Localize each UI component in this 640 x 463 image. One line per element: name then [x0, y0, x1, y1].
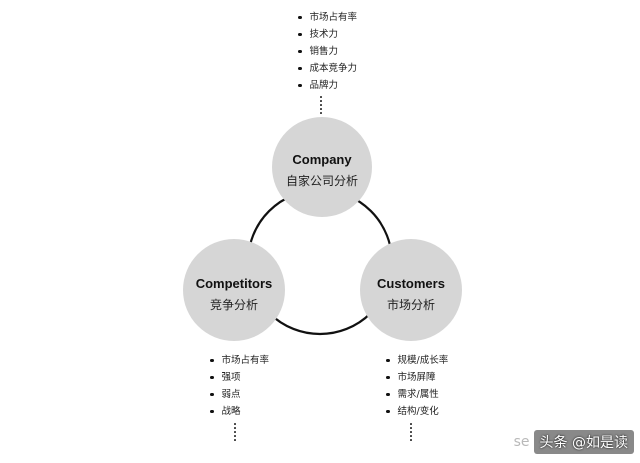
- list-item: 技术力: [298, 26, 357, 43]
- competitors-factor-list: 市场占有率 强项 弱点 战略: [210, 352, 269, 420]
- customers-circle: [360, 239, 462, 341]
- customers-node: Customers 市场分析: [360, 239, 462, 341]
- bullet-icon: [298, 66, 302, 71]
- competitors-node: Competitors 竞争分析: [183, 239, 285, 341]
- competitors-more-ellipsis: [234, 423, 236, 443]
- bullet-icon: [386, 358, 390, 363]
- list-item: 市场占有率: [210, 352, 269, 369]
- bullet-icon: [386, 392, 390, 397]
- company-node: Company 自家公司分析: [272, 117, 372, 217]
- list-item: 战略: [210, 403, 269, 420]
- watermark-credit: 头条 @如是读: [533, 430, 634, 454]
- list-item: 规模/成长率: [386, 352, 448, 369]
- list-item: 市场屏障: [386, 369, 448, 386]
- competitors-title: Competitors: [196, 276, 273, 291]
- competitors-circle: [183, 239, 285, 341]
- customers-factor-list: 规模/成长率 市场屏障 需求/属性 结构/变化: [386, 352, 448, 420]
- company-more-ellipsis: [320, 96, 322, 116]
- list-item: 需求/属性: [386, 386, 448, 403]
- company-subtitle: 自家公司分析: [286, 173, 358, 188]
- list-item: 市场占有率: [298, 9, 357, 26]
- list-item: 强项: [210, 369, 269, 386]
- bullet-icon: [298, 15, 302, 20]
- bullet-icon: [298, 83, 302, 88]
- wechat-icon: [444, 434, 463, 449]
- customers-title: Customers: [377, 276, 445, 291]
- company-factor-list: 市场占有率 技术力 销售力 成本竞争力 品牌力: [298, 9, 357, 94]
- list-item: 销售力: [298, 43, 357, 60]
- watermark-source-label: 微信号:: [462, 435, 510, 451]
- list-item: 成本竞争力: [298, 60, 357, 77]
- bullet-icon: [210, 392, 214, 397]
- customers-subtitle: 市场分析: [387, 297, 435, 312]
- bullet-icon: [298, 49, 302, 54]
- bullet-icon: [210, 358, 214, 363]
- competitors-subtitle: 竞争分析: [210, 298, 258, 312]
- company-circle: [272, 117, 372, 217]
- bullet-icon: [210, 375, 214, 380]
- watermark-faded-text: se: [513, 434, 530, 450]
- list-item: 弱点: [210, 386, 269, 403]
- bullet-icon: [386, 409, 390, 414]
- list-item: 结构/变化: [386, 403, 448, 420]
- bullet-icon: [386, 375, 390, 380]
- bullet-icon: [210, 409, 214, 414]
- company-title: Company: [292, 152, 352, 167]
- customers-more-ellipsis: [410, 423, 412, 443]
- watermark: 微信号: se 头条 @如是读: [444, 429, 634, 455]
- bullet-icon: [298, 32, 302, 37]
- list-item: 品牌力: [298, 77, 357, 94]
